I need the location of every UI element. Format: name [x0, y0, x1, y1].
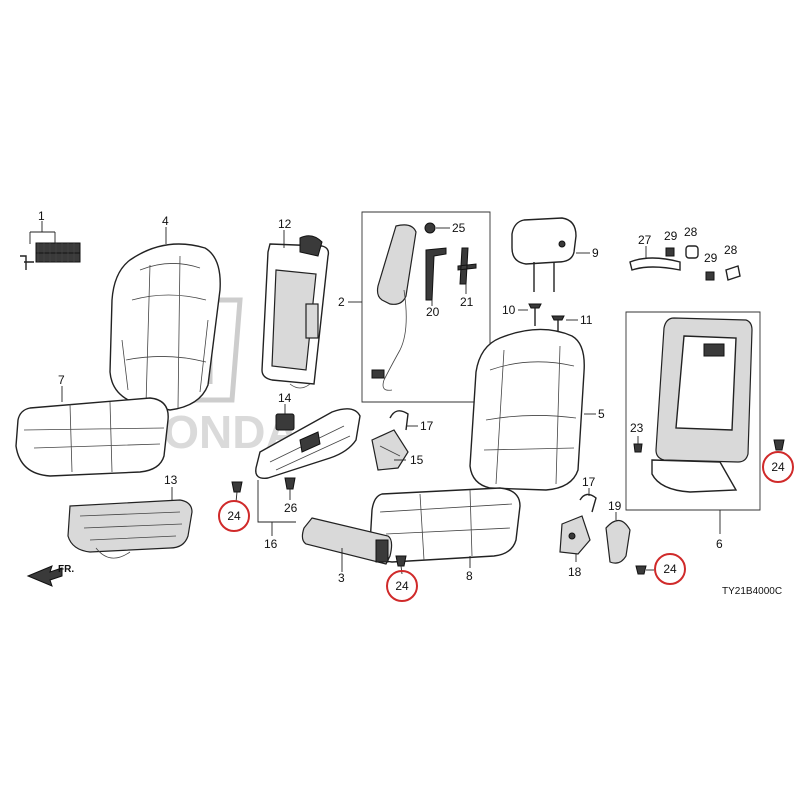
part-29-clip-a	[665, 247, 675, 257]
leader-24b	[400, 565, 403, 575]
part-16-side-trim	[255, 408, 361, 479]
highlight-24-b-label: 24	[395, 579, 409, 593]
part-28-cap-b	[725, 265, 741, 281]
part-15-bracket	[371, 429, 409, 471]
callout-23: 23	[630, 421, 644, 435]
callout-12: 12	[278, 217, 292, 231]
front-direction-label: FR.	[58, 564, 74, 575]
callout-21: 21	[460, 295, 474, 309]
part-25-nut	[424, 222, 436, 234]
callout-3: 3	[338, 571, 345, 585]
part-10-bolt	[528, 303, 542, 326]
callout-18: 18	[568, 565, 582, 579]
callout-20: 20	[426, 305, 440, 319]
group-frame-6	[625, 311, 761, 511]
callout-10: 10	[502, 303, 516, 317]
callout-9: 9	[592, 246, 599, 260]
part-24-clip-d	[773, 439, 785, 451]
callout-16: 16	[264, 537, 278, 551]
callout-7: 7	[58, 373, 65, 387]
part-5-front-back-cover	[469, 328, 585, 491]
callout-4: 4	[162, 214, 169, 228]
highlight-24-c: 24	[654, 553, 686, 585]
part-19-cover	[605, 519, 631, 564]
highlight-24-c-label: 24	[663, 562, 677, 576]
leader-16	[257, 480, 296, 536]
part-4-seat-back-cover	[109, 243, 221, 411]
callout-17b: 17	[582, 475, 596, 489]
leader-1	[29, 221, 56, 244]
part-14-switch	[275, 413, 295, 431]
part-23-bolt	[633, 443, 643, 453]
callout-1: 1	[38, 209, 45, 223]
diagram-code: TY21B4000C	[722, 586, 782, 597]
part-18-bracket	[559, 515, 591, 555]
part-8-front-cushion	[369, 487, 521, 563]
part-24-clip-b	[395, 555, 407, 567]
callout-6: 6	[716, 537, 723, 551]
callout-5: 5	[598, 407, 605, 421]
part-17-clip-b	[579, 493, 597, 513]
part-24-clip-c	[635, 565, 647, 575]
part-27-grab-handle	[629, 257, 681, 271]
part-1-clip-set	[20, 242, 81, 270]
callout-29a: 29	[664, 229, 678, 243]
callout-2: 2	[338, 295, 345, 309]
highlight-24-a-label: 24	[227, 509, 241, 523]
part-17-clip-a	[389, 410, 409, 431]
callout-15: 15	[410, 453, 424, 467]
part-6-seat-back-frame	[651, 317, 753, 493]
highlight-24-d-label: 24	[771, 460, 785, 474]
callout-11: 11	[580, 313, 593, 327]
part-13-heater-pad	[67, 499, 193, 559]
callout-25: 25	[452, 221, 466, 235]
highlight-24-b: 24	[386, 570, 418, 602]
part-24-clip-a	[231, 481, 243, 493]
callout-8: 8	[466, 569, 473, 583]
callout-28b: 28	[724, 243, 738, 257]
part-28-cap-a	[685, 245, 699, 259]
callout-26: 26	[284, 501, 298, 515]
callout-28a: 28	[684, 225, 698, 239]
part-12-back-panel	[261, 235, 330, 389]
part-2-side-airbag	[371, 224, 417, 391]
callout-27: 27	[638, 233, 652, 247]
part-20-bracket	[425, 247, 447, 301]
highlight-24-d: 24	[762, 451, 794, 483]
part-3-front-trim	[301, 517, 393, 565]
front-direction-arrow: FR.	[26, 564, 74, 587]
part-9-headrest	[511, 217, 577, 292]
callout-13: 13	[164, 473, 178, 487]
part-26-clip	[284, 477, 296, 490]
callout-17a: 17	[420, 419, 434, 433]
part-7-seat-cushion	[15, 397, 169, 477]
callout-19: 19	[608, 499, 622, 513]
part-21-bracket	[457, 247, 477, 285]
callout-14: 14	[278, 391, 292, 405]
part-29-clip-b	[705, 271, 715, 281]
callout-29b: 29	[704, 251, 718, 265]
highlight-24-a: 24	[218, 500, 250, 532]
